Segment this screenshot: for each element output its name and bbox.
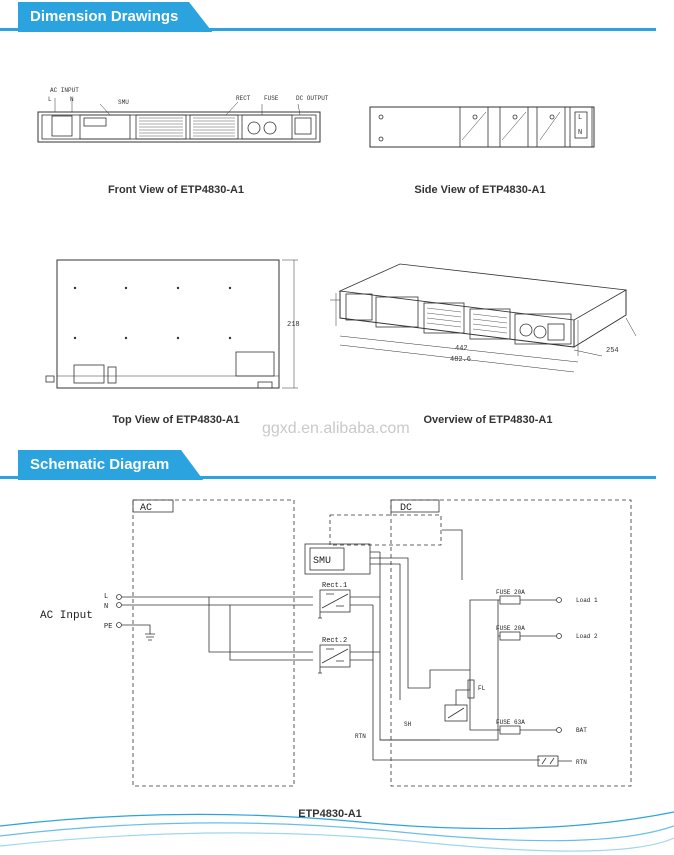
schematic-ac-box-label: AC xyxy=(140,503,152,514)
banner-rule xyxy=(0,476,656,479)
overview-caption: Overview of ETP4830-A1 xyxy=(423,414,553,426)
overview-dim-side-depth: 254 xyxy=(606,347,619,355)
schematic-caption: ETP4830-A1 xyxy=(298,808,362,820)
schematic-rtn-label: RTN xyxy=(576,759,587,766)
schematic-ac-input-label: AC Input xyxy=(40,610,93,622)
schematic-l-label: L xyxy=(104,593,108,601)
front-label-smu: SMU xyxy=(118,99,129,106)
schematic-fuse1-label: FUSE 20A xyxy=(496,589,525,596)
schematic-rect2-label: Rect.2 xyxy=(322,637,347,645)
schematic-fuse-bat-label: FUSE 63A xyxy=(496,719,525,726)
dimension-drawings-title: Dimension Drawings xyxy=(18,2,213,32)
schematic-dc-box-label: DC xyxy=(400,503,412,514)
dimension-drawings-banner: Dimension Drawings xyxy=(0,2,674,32)
overview-dim-width-inner: 442 xyxy=(455,345,468,353)
schematic-pe-label: PE xyxy=(104,623,112,631)
front-view-caption: Front View of ETP4830-A1 xyxy=(107,184,245,196)
banner-rule xyxy=(0,28,656,31)
schematic-diagram-banner: Schematic Diagram xyxy=(0,450,674,480)
side-label-l: L xyxy=(578,114,582,122)
schematic-n-label: N xyxy=(104,603,108,611)
top-view-caption: Top View of ETP4830-A1 xyxy=(112,414,240,426)
decorative-wave xyxy=(0,811,674,852)
front-label-l: L xyxy=(48,96,52,103)
overview-dim-width-outer: 482.6 xyxy=(450,356,471,364)
schematic-smu-label: SMU xyxy=(313,556,331,567)
schematic-rect1-label: Rect.1 xyxy=(322,582,347,590)
schematic-diagram-title: Schematic Diagram xyxy=(18,450,204,480)
schematic-drawing: AC DC SMU AC Input L N PE Rect.1 Rect.2 xyxy=(40,499,632,787)
top-view-drawing: 218 xyxy=(45,259,300,389)
front-view-drawing: AC INPUT L N SMU RECT FUSE DC OUTPUT xyxy=(37,87,329,143)
schematic-sh-label: SH xyxy=(404,721,412,728)
schematic-load2-label: Load 2 xyxy=(576,633,598,640)
front-label-dc-output: DC OUTPUT xyxy=(296,95,329,102)
front-label-ac-input: AC INPUT xyxy=(50,87,79,94)
schematic-load1-label: Load 1 xyxy=(576,597,598,604)
front-label-n: N xyxy=(70,96,74,103)
schematic-rtn-left-label: RTN xyxy=(355,733,366,740)
watermark-text: ggxd.en.alibaba.com xyxy=(262,420,410,437)
side-label-n: N xyxy=(578,129,582,137)
schematic-fl-label: FL xyxy=(478,685,486,692)
overview-drawing: 442 482.6 254 xyxy=(330,263,637,373)
schematic-bat-label: BAT xyxy=(576,727,587,734)
schematic-fuse2-label: FUSE 20A xyxy=(496,625,525,632)
side-view-drawing: L N xyxy=(369,106,595,148)
front-label-fuse: FUSE xyxy=(264,95,279,102)
front-label-rect: RECT xyxy=(236,95,251,102)
top-dim-depth: 218 xyxy=(287,321,300,329)
side-view-caption: Side View of ETP4830-A1 xyxy=(414,184,546,196)
